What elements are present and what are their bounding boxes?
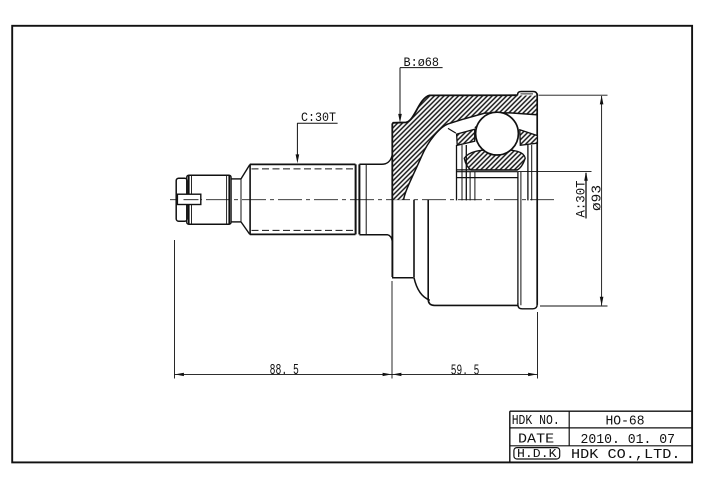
svg-text:B:ø68: B:ø68: [404, 55, 440, 70]
svg-text:HO-68: HO-68: [606, 414, 645, 430]
svg-text:ø93: ø93: [591, 185, 606, 211]
svg-text:A:30T: A:30T: [573, 180, 588, 217]
svg-text:HDK NO.: HDK NO.: [512, 413, 560, 429]
svg-text:DATE: DATE: [518, 431, 554, 447]
svg-text:2010. 01. 07: 2010. 01. 07: [581, 432, 676, 448]
svg-text:C:30T: C:30T: [301, 110, 336, 125]
svg-text:HDK CO.,LTD.: HDK CO.,LTD.: [571, 447, 681, 463]
svg-text:H.D.K: H.D.K: [517, 448, 557, 461]
svg-text:59. 5: 59. 5: [451, 362, 480, 379]
svg-text:88. 5: 88. 5: [270, 362, 299, 379]
